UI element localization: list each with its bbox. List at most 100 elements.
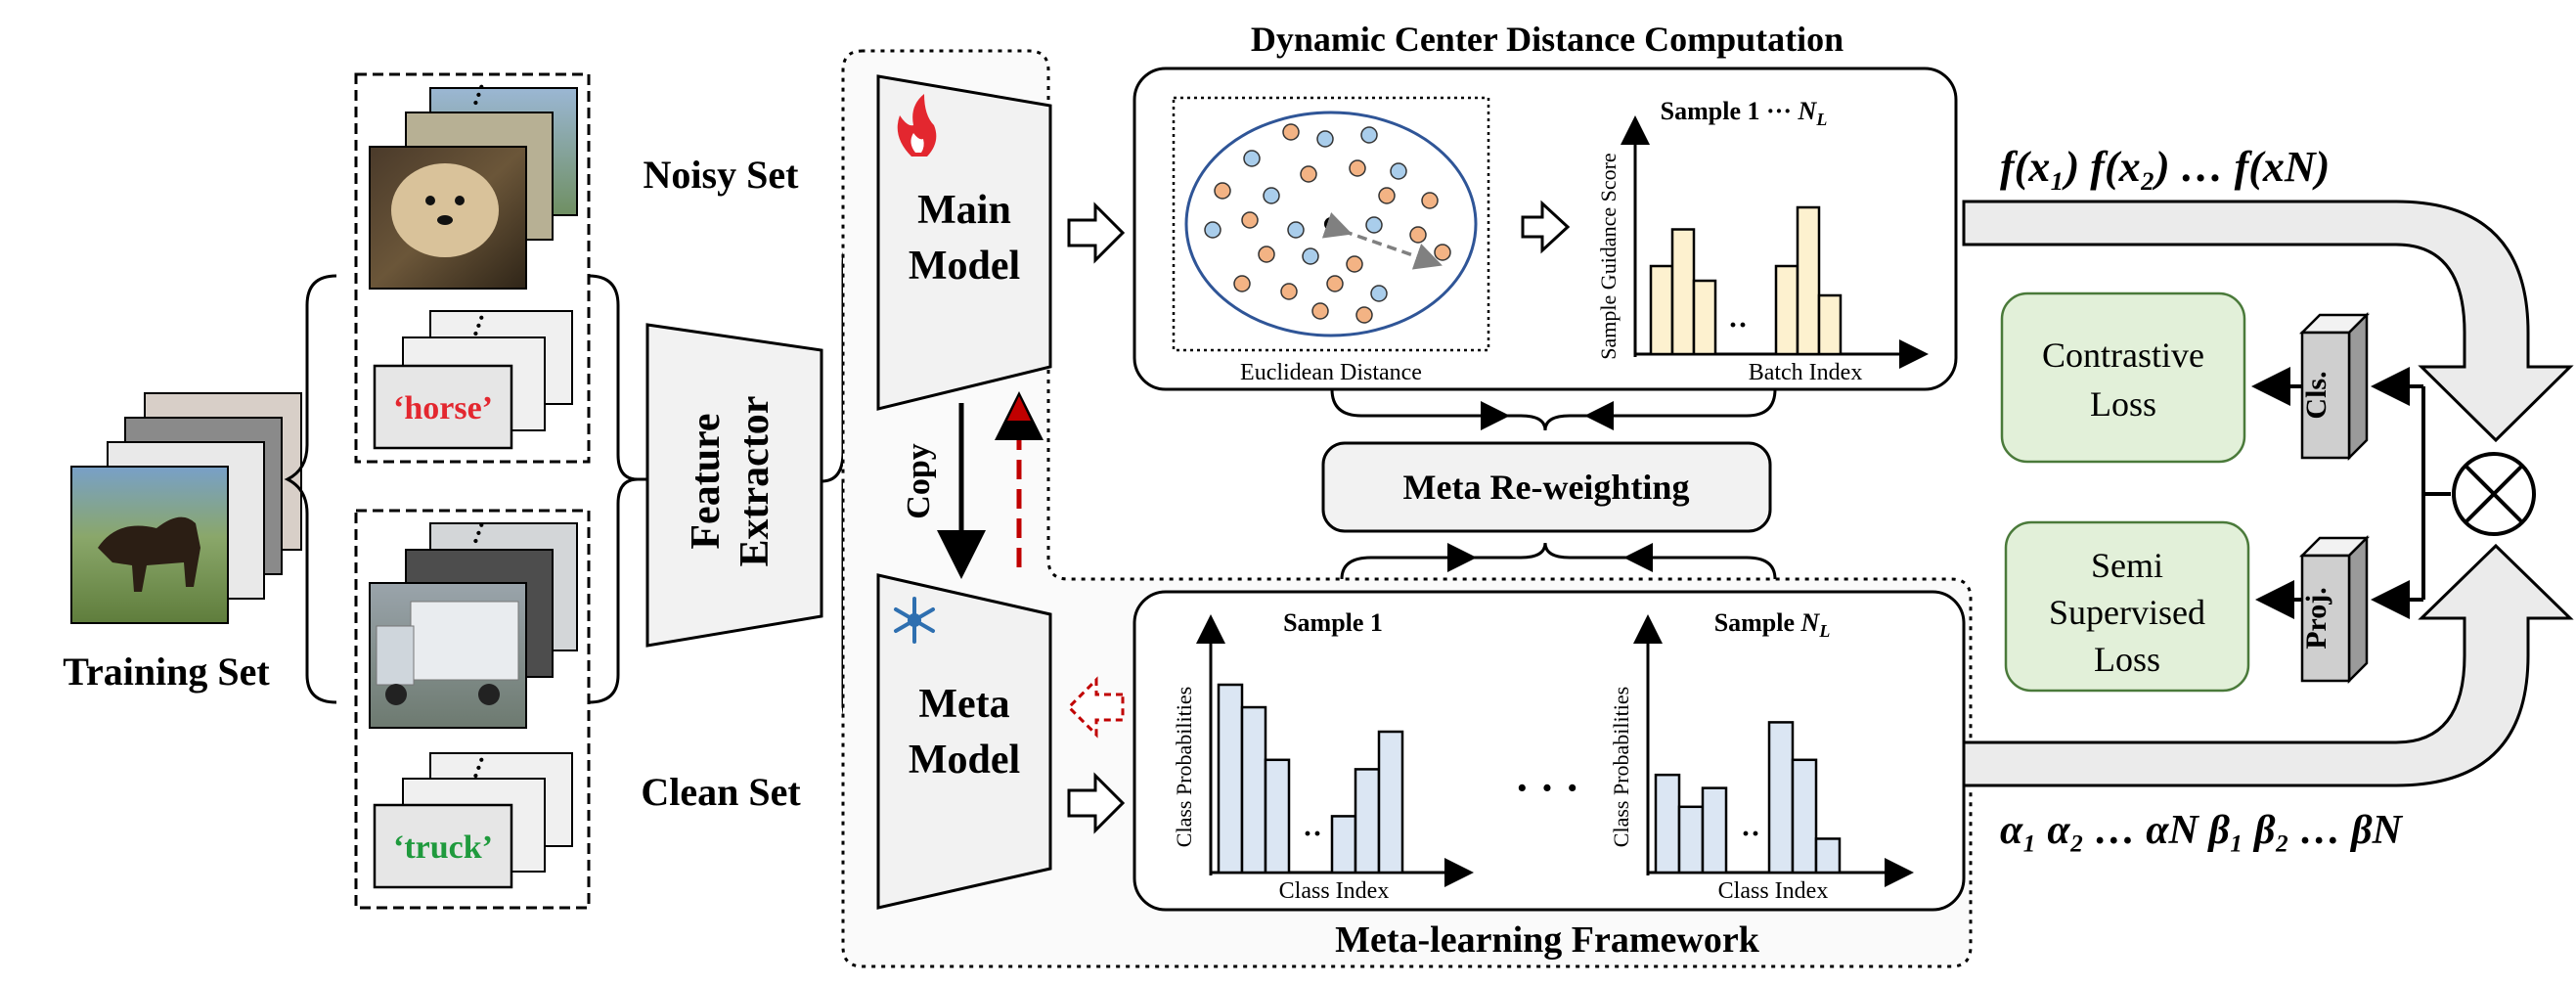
proj-head-block: Proj. bbox=[2298, 534, 2371, 685]
prob-bars-1 bbox=[1217, 683, 1404, 874]
bar-1-0 bbox=[1767, 721, 1795, 874]
update-arrow-head bbox=[1007, 396, 1031, 421]
scatter-point bbox=[1263, 187, 1280, 204]
training-split-brace bbox=[284, 274, 337, 704]
contrastive-loss-line1: Contrastive bbox=[2042, 336, 2204, 375]
scatter-point bbox=[1311, 302, 1329, 320]
main-model-label-line2: Model bbox=[909, 244, 1020, 289]
truck-photo bbox=[369, 582, 527, 729]
feedback-arrow-dashed bbox=[1066, 676, 1125, 739]
noisy-label-card bbox=[373, 364, 513, 450]
meta-model-label-line1: Meta bbox=[918, 682, 1009, 727]
prob-bars-2 bbox=[1654, 721, 1842, 874]
score-chart: Sample 1 ··· NL ·· Sample Guidance Score… bbox=[1596, 97, 1929, 385]
bar-1-0 bbox=[1774, 264, 1799, 356]
scatter-point bbox=[1360, 126, 1378, 144]
bar-1-0 bbox=[1330, 815, 1357, 874]
clean-set-group: ··· ··· ‘truck’ bbox=[354, 509, 591, 910]
truck-label: ‘truck’ bbox=[393, 829, 493, 866]
scatter-point bbox=[1370, 285, 1388, 302]
snowflake-icon bbox=[894, 597, 935, 644]
scatter-point bbox=[1258, 246, 1275, 263]
scatter-point bbox=[1287, 221, 1305, 239]
semi-supervised-loss-box bbox=[2004, 520, 2250, 693]
feature-sequence-label: f(x₁) f(x₂) … f(xN) bbox=[2000, 143, 2330, 191]
horse-photo bbox=[70, 466, 229, 624]
bar-0-0 bbox=[1654, 773, 1681, 874]
scatter-point bbox=[1355, 306, 1373, 324]
prob-2-y-label: Class Probabilities bbox=[1609, 687, 1633, 847]
fire-icon bbox=[897, 94, 937, 157]
bar-1-1 bbox=[1354, 768, 1381, 874]
training-set-label: Training Set bbox=[63, 650, 270, 694]
clean-set-box bbox=[354, 509, 591, 910]
scatter-point bbox=[1280, 283, 1298, 300]
prob-chart-sample-1: Sample 1 ·· Class Probabilities Class In… bbox=[1172, 608, 1474, 904]
merge-brace bbox=[588, 274, 639, 704]
prob-1-ellipsis: ·· bbox=[1303, 818, 1322, 850]
meta-learning-framework-label: Meta-learning Framework bbox=[1335, 919, 1760, 961]
bar-0-2 bbox=[1701, 786, 1728, 874]
noisy-set-group: ··· ··· ‘horse’ bbox=[354, 72, 591, 464]
clean-label-card bbox=[373, 803, 513, 889]
scatter-point bbox=[1349, 159, 1366, 177]
meta-reweighting-box bbox=[1321, 441, 1772, 533]
score-bars-ellipsis: ·· bbox=[1728, 309, 1748, 341]
reweighting-bottom-brace bbox=[1340, 542, 1777, 580]
bar-0-2 bbox=[1692, 279, 1717, 356]
feature-extractor-block bbox=[645, 323, 823, 648]
scatter-point bbox=[1241, 211, 1259, 229]
scatter-point bbox=[1346, 255, 1363, 273]
scatter-point bbox=[1421, 192, 1439, 209]
bar-0-0 bbox=[1217, 683, 1244, 874]
feature-extractor-label-line1: Feature bbox=[684, 413, 729, 549]
main-to-distance-arrow bbox=[1067, 202, 1126, 264]
prob-chart-1-title: Sample 1 bbox=[1283, 608, 1383, 637]
weights-flow-arrow bbox=[1962, 543, 2574, 787]
distance-to-score-arrow bbox=[1521, 200, 1571, 254]
prob-1-x-label: Class Index bbox=[1279, 878, 1390, 904]
bar-0-1 bbox=[1677, 805, 1705, 874]
reweighting-top-brace bbox=[1330, 388, 1777, 431]
scatter-point bbox=[1243, 150, 1261, 167]
bar-0-0 bbox=[1649, 264, 1674, 356]
semi-loss-line1: Semi bbox=[2091, 546, 2163, 585]
training-set-stack: Training Set bbox=[63, 392, 302, 694]
euclidean-distance-label: Euclidean Distance bbox=[1240, 360, 1422, 385]
prob-charts-ellipsis: · · · bbox=[1515, 764, 1579, 812]
meta-model-block bbox=[876, 573, 1052, 910]
scatter-point bbox=[1434, 244, 1451, 261]
meta-model-label-line2: Model bbox=[909, 738, 1020, 783]
score-y-label: Sample Guidance Score bbox=[1596, 153, 1621, 359]
cls-head-block: Cls. bbox=[2298, 311, 2371, 462]
cluster-center bbox=[1324, 217, 1338, 231]
scatter-point bbox=[1214, 182, 1231, 200]
main-model-label-line1: Main bbox=[917, 188, 1011, 233]
bar-1-2 bbox=[1814, 837, 1842, 874]
scatter-point bbox=[1204, 221, 1221, 239]
score-x-label: Batch Index bbox=[1749, 360, 1863, 385]
clean-set-label: Clean Set bbox=[641, 770, 801, 814]
proj-label: Proj. bbox=[2300, 587, 2332, 650]
noisy-set-label: Noisy Set bbox=[644, 153, 800, 197]
distance-arrow bbox=[1321, 212, 1443, 270]
dynamic-center-title: Dynamic Center Distance Computation bbox=[1251, 20, 1843, 59]
bar-1-2 bbox=[1817, 293, 1843, 356]
prob-chart-sample-nl: Sample NL ·· Class Probabilities Class I… bbox=[1609, 608, 1914, 904]
bar-0-1 bbox=[1240, 705, 1267, 874]
horse-label: ‘horse’ bbox=[393, 390, 493, 426]
bar-0-1 bbox=[1670, 228, 1696, 356]
scatter-point bbox=[1365, 216, 1383, 234]
meta-to-probabilities-arrow bbox=[1067, 772, 1126, 834]
semi-loss-line2: Supervised bbox=[2049, 593, 2205, 632]
scatter-point bbox=[1302, 247, 1319, 265]
features-flow-arrow bbox=[1962, 200, 2574, 443]
scatter-point bbox=[1326, 275, 1344, 292]
score-chart-title: Sample 1 ··· NL bbox=[1661, 97, 1828, 129]
copy-label: Copy bbox=[901, 443, 937, 518]
contrastive-loss-line2: Loss bbox=[2090, 384, 2156, 424]
cls-label: Cls. bbox=[2300, 371, 2332, 419]
bar-1-1 bbox=[1796, 205, 1821, 356]
multiply-icon bbox=[2452, 452, 2536, 536]
